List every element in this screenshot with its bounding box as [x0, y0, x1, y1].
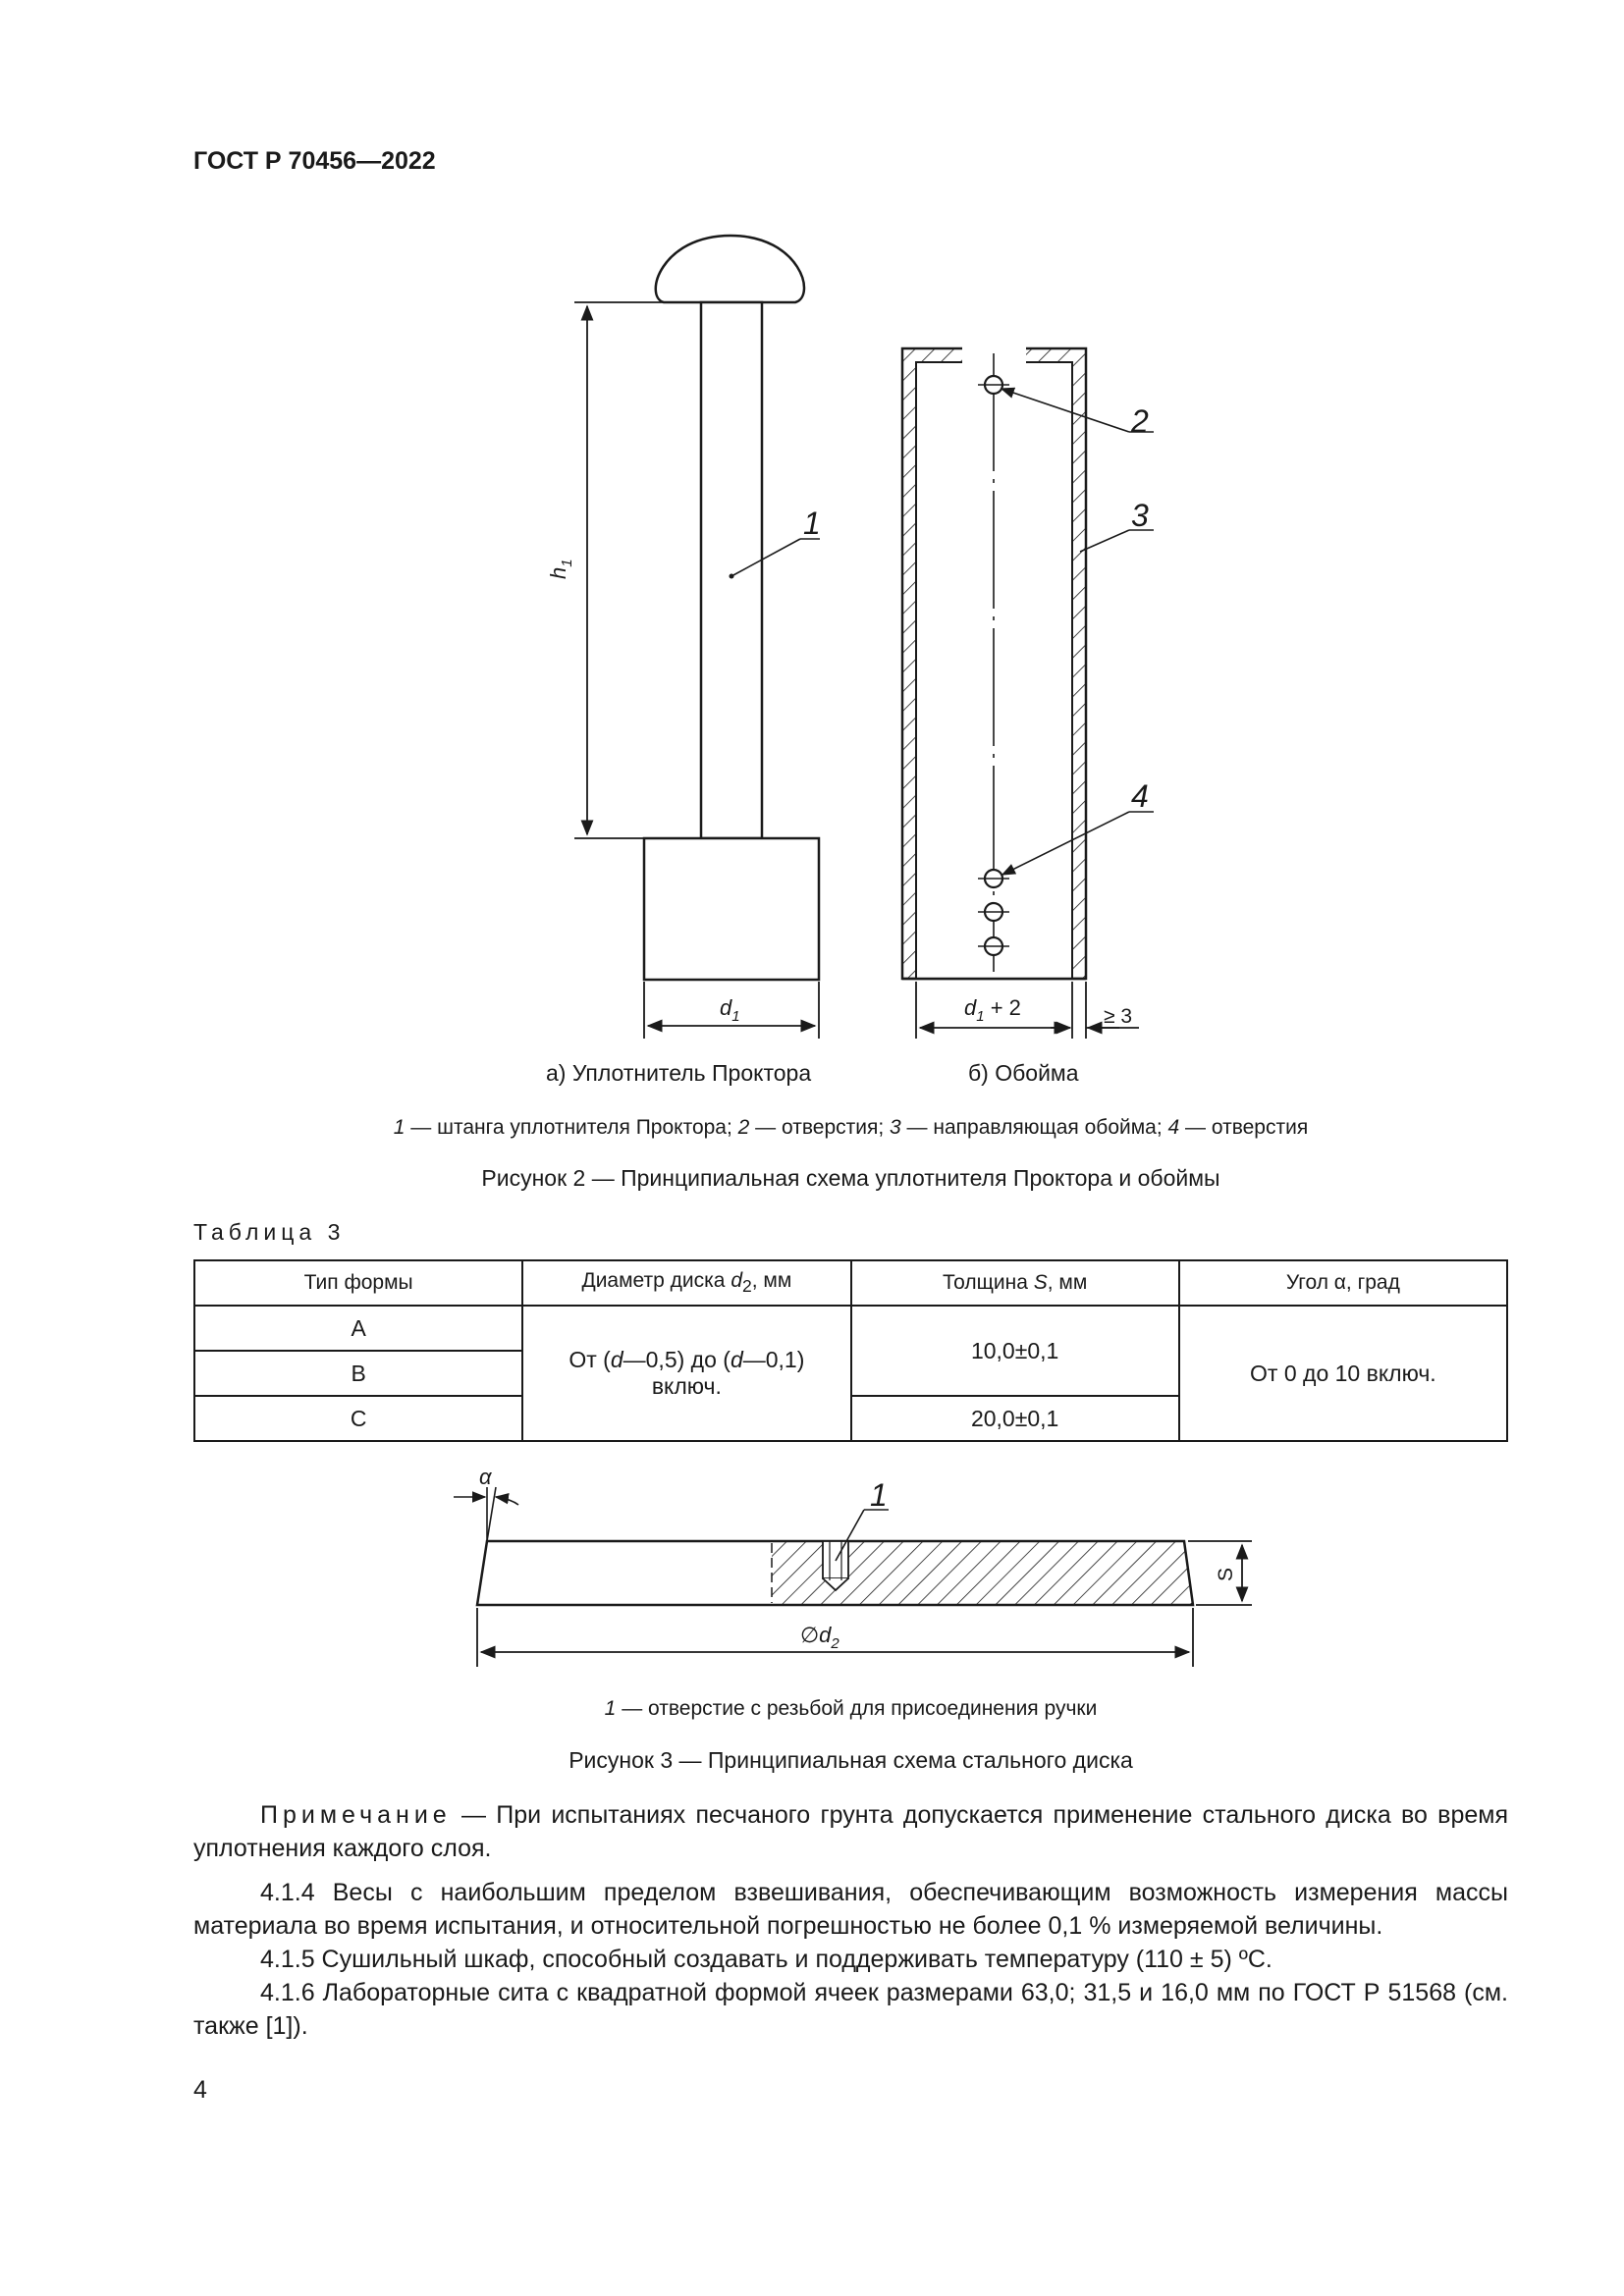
s-label: S	[1215, 1568, 1237, 1581]
proctor-rammer	[642, 234, 821, 982]
table-row: В	[192, 1350, 1507, 1397]
callout-1: 1	[803, 506, 821, 541]
diameter-cell: От (d—0,5) до (d—0,1)включ.	[521, 1305, 852, 1442]
figure-3-drawing: 1 α S ∅d2	[454, 1465, 1252, 1667]
document-header: ГОСТ Р 70456—2022	[193, 147, 436, 175]
table-3: Тип формы Диаметр диска d2, мм Толщина S…	[192, 1259, 1509, 1442]
steel-disk	[475, 1539, 1195, 1607]
callout-3-leader	[1079, 529, 1130, 553]
thickness-cell-c: 20,0±0,1	[849, 1395, 1180, 1442]
rammer-head	[642, 836, 821, 982]
sleeve-dimensions	[915, 982, 1139, 1039]
note: Примечание — При испытаниях песчаного гр…	[193, 1798, 1508, 1865]
h1-dimension	[574, 301, 697, 839]
note-label: Примечание	[260, 1801, 452, 1829]
table-row: А От (d—0,5) до (d—0,1)включ. 10,0±0,1 О…	[192, 1305, 1509, 1442]
min-wall-label: ≥ 3	[1104, 1005, 1132, 1028]
paragraph-4-1-5: 4.1.5 Сушильный шкаф, способный создават…	[260, 1946, 1272, 1973]
table-row: С 20,0±0,1	[192, 1395, 1507, 1442]
rammer-rod	[699, 300, 764, 840]
paragraph-4-1-6: 4.1.6 Лабораторные сита с квадратной фор…	[193, 1979, 1508, 2040]
callout-2: 2	[1130, 403, 1149, 439]
figure-2-title: Рисунок 2 — Принципиальная схема уплотни…	[481, 1165, 1220, 1191]
caption-a: а) Уплотнитель Проктора	[546, 1060, 812, 1086]
guide-sleeve	[900, 346, 1088, 981]
h1-label: h1	[546, 559, 575, 579]
d1-plus-2-label: d1 + 2	[964, 995, 1021, 1025]
table-header-row: Тип формы Диаметр диска d2, мм Толщина S…	[192, 1259, 1509, 1307]
caption-b: б) Обойма	[968, 1060, 1079, 1086]
callout-1-leader	[731, 538, 801, 577]
paragraph-4-1-4: 4.1.4 Весы с наибольшим пределом взвешив…	[193, 1879, 1508, 1940]
alpha-label: α	[479, 1465, 493, 1489]
type-cell: А	[192, 1305, 524, 1352]
callout-2-leader	[1000, 387, 1130, 433]
figure-2-legend: 1 — штанга уплотнителя Проктора; 2 — отв…	[393, 1116, 1309, 1139]
d2-label: ∅d2	[800, 1623, 839, 1652]
header-form-type: Тип формы	[192, 1259, 524, 1307]
figure-3-legend: 1 — отверстие с резьбой для присоединени…	[604, 1697, 1098, 1720]
figure-2-drawing: h1 1 d1	[546, 234, 1154, 1039]
page-number: 4	[193, 2076, 207, 2104]
thickness-cell-ab: 10,0±0,1	[849, 1305, 1180, 1397]
figure-3-title: Рисунок 3 — Принципиальная схема стально…	[568, 1747, 1133, 1773]
header-thickness: Толщина S, мм	[849, 1259, 1180, 1307]
header-diameter: Диаметр диска d2, мм	[521, 1259, 852, 1307]
table-3-label: Таблица 3	[193, 1219, 346, 1245]
header-angle: Угол α, град	[1177, 1259, 1509, 1307]
rammer-handle-knob	[654, 234, 806, 304]
d1-label: d1	[720, 995, 740, 1025]
d1-dimension	[643, 982, 820, 1039]
angle-cell: От 0 до 10 включ.	[1177, 1305, 1509, 1442]
callout-4-leader	[1001, 811, 1130, 876]
type-cell: С	[192, 1395, 524, 1442]
callout-4: 4	[1131, 778, 1149, 814]
type-cell: В	[192, 1350, 524, 1397]
note-text: — При испытаниях песчаного грунта допуск…	[193, 1801, 1508, 1862]
body-paragraphs: 4.1.4 Весы с наибольшим пределом взвешив…	[193, 1876, 1508, 2043]
callout-3: 3	[1131, 498, 1149, 533]
figure-3-callout-1: 1	[870, 1477, 888, 1513]
